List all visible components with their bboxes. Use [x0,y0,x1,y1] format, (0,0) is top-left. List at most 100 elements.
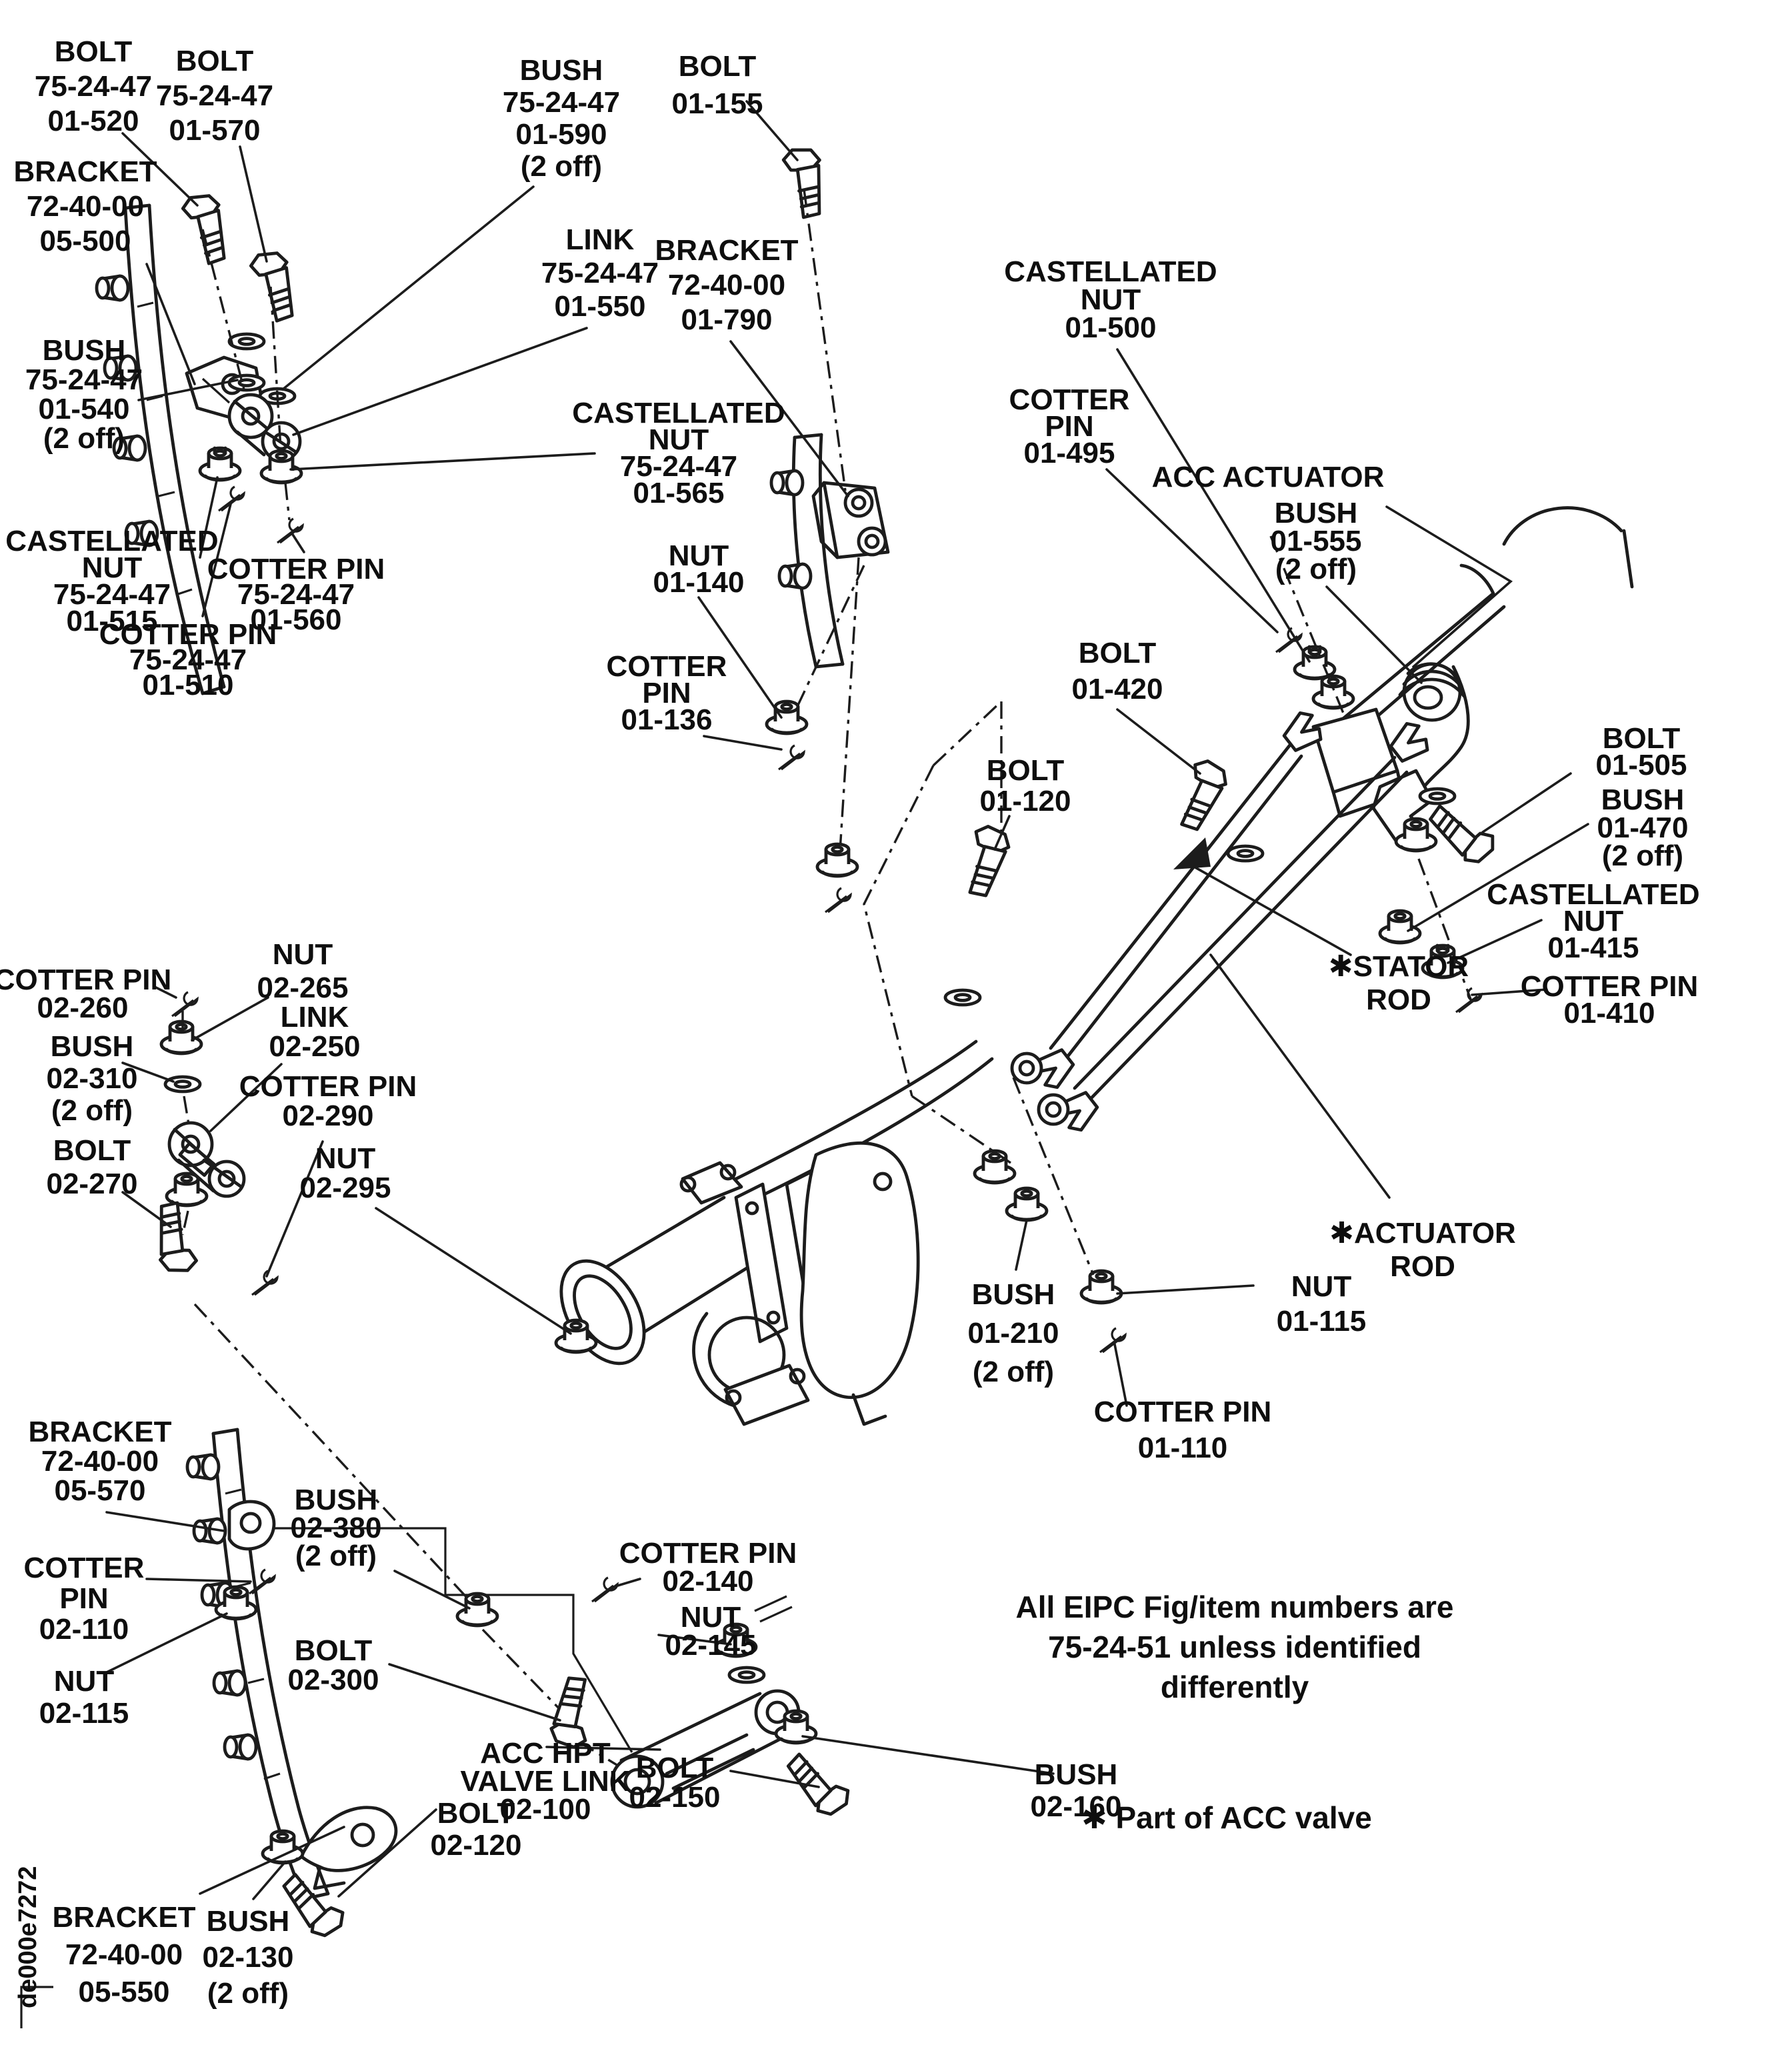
cotter-pin-02-290-part [251,1270,279,1296]
castellated-nut-01-500-part [1295,647,1335,679]
bush-01-540-part [229,375,264,390]
washer-part [1420,789,1455,803]
bush-01-590-part [229,334,264,349]
bracket-01-790-assembly [767,148,890,913]
label-footnote-acc-valve: ✱ Part of ACC valve [1081,1800,1372,1835]
cotter-pin-01-510-part [217,485,245,512]
link-01-550-assembly [181,193,304,544]
bracket-05-570-lug [227,1500,276,1551]
valve-body [275,700,1011,1753]
bush-01-210-part [975,1151,1015,1183]
bush-02-130-part [263,1831,303,1863]
leader-lines [105,100,1589,1900]
bolt-02-270-part [157,1202,197,1272]
rod-end-eye [1039,1095,1068,1124]
castellated-nut-01-515-part [200,448,240,480]
case-bolt-head [187,1455,219,1479]
case-bolt-head [214,1671,245,1695]
washer-part [1228,846,1263,861]
label-doc-number: de000e7272 [14,1866,42,2008]
bolt-01-155-part [783,148,823,219]
case-bolt-head [97,276,128,300]
rods-assembly [945,708,1434,1354]
washer-part [729,1668,764,1682]
label-acc-actuator: ACC ACTUATOR [1152,461,1385,493]
bolt-01-505-part [1425,795,1499,868]
case-bolt-head [225,1735,256,1759]
cotter-pin-01-110-part [1099,1327,1127,1354]
bush-02-310-part [165,1077,200,1092]
bush-02-380-part [457,1594,497,1626]
link-02-250-assembly [157,991,627,1772]
engine-case-lower [187,1428,398,1941]
acc-actuator-assembly [1269,506,1634,1013]
hpt-valve-link-assembly [457,1576,853,1820]
bolt-01-120-part [955,823,1013,899]
case-bolt-head [771,471,803,495]
bracket-05-550-part [299,1806,398,1872]
bush-01-555-part [1313,676,1353,708]
artwork [20,148,1634,2028]
washer-part [945,990,980,1005]
cotter-pin-01-136-part [777,744,805,771]
cotter-pin-02-140-part [591,1576,619,1603]
bolt-01-520-part [181,193,229,267]
bush-part [817,844,857,876]
cotter-pin-02-260-part [171,991,199,1017]
cotter-pin-01-410-part [1455,987,1483,1013]
case-bolt-head [779,564,811,588]
bush-01-210-part [1007,1188,1047,1220]
rod-end-eye [1012,1054,1041,1083]
cotter-pin-01-560-part [276,517,304,544]
corner-mark [20,1986,53,2028]
